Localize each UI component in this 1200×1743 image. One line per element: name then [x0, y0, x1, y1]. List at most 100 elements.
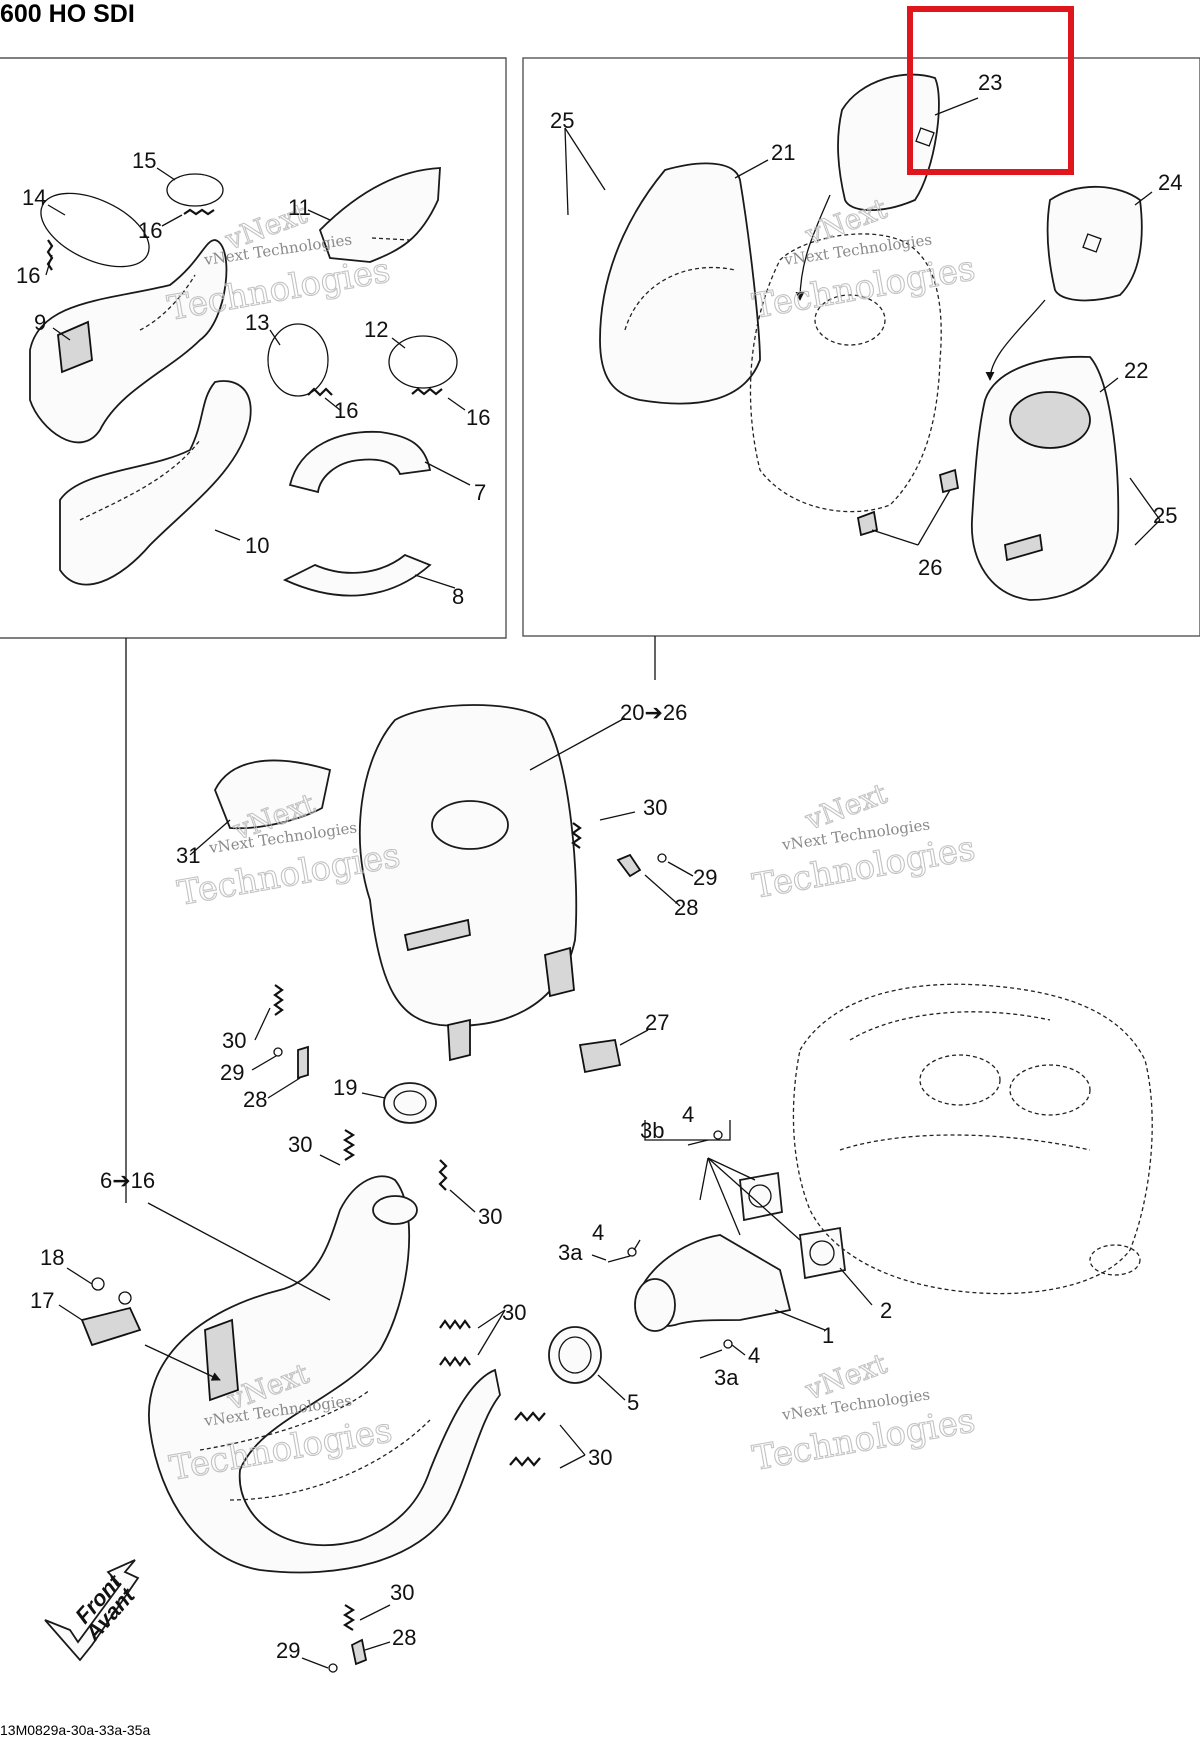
part-30-spring-f	[439, 1356, 471, 1367]
part-16-spring-d	[411, 387, 443, 396]
part-30-spring-h	[509, 1456, 541, 1467]
callout-16-d: 16	[466, 405, 490, 430]
callout-4-b: 4	[592, 1220, 604, 1245]
callout-4-c: 4	[748, 1343, 760, 1368]
callout-14: 14	[22, 185, 46, 210]
part-21-silencer-shell	[599, 162, 761, 405]
part-18-screw-a	[91, 1277, 105, 1291]
part-22-outlet	[1009, 391, 1091, 449]
part-30-spring-a	[571, 822, 582, 849]
part-22-bracket	[1004, 533, 1043, 562]
part-30-spring-c	[342, 1129, 356, 1161]
part-30-spring-g	[514, 1411, 546, 1422]
part-28-clip-b	[297, 1045, 309, 1080]
callout-31: 31	[176, 843, 200, 868]
callout-25-a: 25	[550, 108, 574, 133]
engine-cylinder-a	[919, 1054, 1001, 1106]
part-23-cutout	[915, 127, 935, 147]
part-8-half-shell	[282, 553, 432, 597]
part-24-cutout	[1082, 233, 1102, 253]
part-19-seal-inner	[393, 1090, 427, 1116]
callout-7: 7	[474, 480, 486, 505]
callout-16-a: 16	[138, 218, 162, 243]
part-11-edge	[371, 237, 411, 241]
muffler-ghost-outlet	[814, 294, 886, 346]
tuned-pipe-seam-a	[199, 1389, 371, 1451]
callout-8: 8	[452, 584, 464, 609]
part-18-screw-b	[118, 1291, 132, 1305]
callout-11: 11	[288, 195, 311, 220]
callout-16-b: 16	[16, 263, 40, 288]
tuned-pipe-assembly	[148, 1175, 501, 1574]
callout-23: 23	[978, 70, 1002, 95]
part-2-gasket-upper	[739, 1171, 783, 1222]
part-5-seal	[548, 1326, 602, 1384]
callout-3a-b: 3a	[714, 1365, 739, 1390]
part-4-washer-a	[627, 1247, 637, 1257]
callout-29-b: 29	[220, 1060, 244, 1085]
part-7-elbow	[288, 430, 432, 494]
callout-22: 22	[1124, 358, 1148, 383]
part-13-ring	[267, 323, 329, 397]
part-29-nut-b	[273, 1047, 283, 1057]
callout-15: 15	[132, 148, 156, 173]
callout-30-d: 30	[478, 1204, 502, 1229]
callout-3a-a: 3a	[558, 1240, 583, 1265]
callout-28-b: 28	[243, 1087, 267, 1112]
part-29-nut-c	[328, 1663, 338, 1673]
part-27-clip	[578, 1038, 622, 1074]
muffler-ghost-outline	[749, 233, 942, 513]
tuned-pipe-inlet	[372, 1195, 418, 1225]
part-2-gasket	[799, 1226, 846, 1280]
part-30-spring-d	[438, 1159, 448, 1191]
callout-30-f: 30	[588, 1445, 612, 1470]
part-11-heat-shield	[318, 167, 441, 263]
callout-25-b: 25	[1153, 503, 1177, 528]
part-3b-bolt	[687, 1139, 709, 1146]
callout-2: 2	[880, 1298, 892, 1323]
part-31-heat-shield	[214, 759, 332, 830]
callout-16-c: 16	[334, 398, 358, 423]
front-direction-arrow: Front Avant	[44, 1559, 141, 1662]
part-30-spring-e	[439, 1319, 471, 1330]
part-3a-bolt-b	[699, 1349, 723, 1359]
callout-6-16: 6➔16	[100, 1168, 155, 1193]
callout-29-a: 29	[693, 865, 717, 890]
part-9-seam	[139, 274, 196, 331]
diagram-title: 600 HO SDI	[0, 0, 135, 28]
engine-cylinder-b	[1009, 1064, 1091, 1116]
callout-20-26: 20➔26	[620, 700, 687, 725]
callout-numbers: 15 14 11 16 16 9 13 12 16 16 7 10 8 25 2…	[16, 70, 1182, 1663]
callout-1: 1	[822, 1323, 834, 1348]
part-19-seal	[383, 1082, 437, 1124]
part-1-manifold-outlet	[634, 1278, 676, 1332]
part-30-spring-b	[273, 984, 284, 1016]
part-30-spring-i	[342, 1604, 356, 1631]
part-5-seal-inner	[558, 1336, 592, 1374]
callout-27: 27	[645, 1010, 669, 1035]
highlight-box-item-23	[907, 6, 1074, 175]
left-subassembly-frame	[0, 57, 507, 639]
part-16-spring-c	[307, 387, 333, 397]
part-24-gasket	[1046, 185, 1143, 302]
engine-output-shaft	[1089, 1244, 1141, 1276]
part-4-washer-c	[713, 1130, 723, 1140]
part-28-clip-c	[350, 1638, 368, 1666]
callout-10: 10	[245, 533, 269, 558]
callout-3b: 3b	[640, 1118, 664, 1143]
leader-lines	[45, 97, 1161, 1669]
callout-30-b: 30	[222, 1028, 246, 1053]
part-10-expansion-chamber-rear	[59, 380, 252, 586]
callout-30-c: 30	[288, 1132, 312, 1157]
callout-24: 24	[1158, 170, 1182, 195]
part-3a-bolt-a	[607, 1255, 631, 1263]
callout-28-a: 28	[674, 895, 698, 920]
part-9-rotax-label	[57, 320, 93, 374]
part-17-bracket	[80, 1306, 142, 1347]
part-3b-bracket-lines	[644, 1120, 731, 1141]
muffler-bracket-left	[447, 1018, 471, 1062]
callout-9: 9	[34, 310, 46, 335]
part-15-ring	[166, 173, 224, 207]
callout-18: 18	[40, 1245, 64, 1270]
